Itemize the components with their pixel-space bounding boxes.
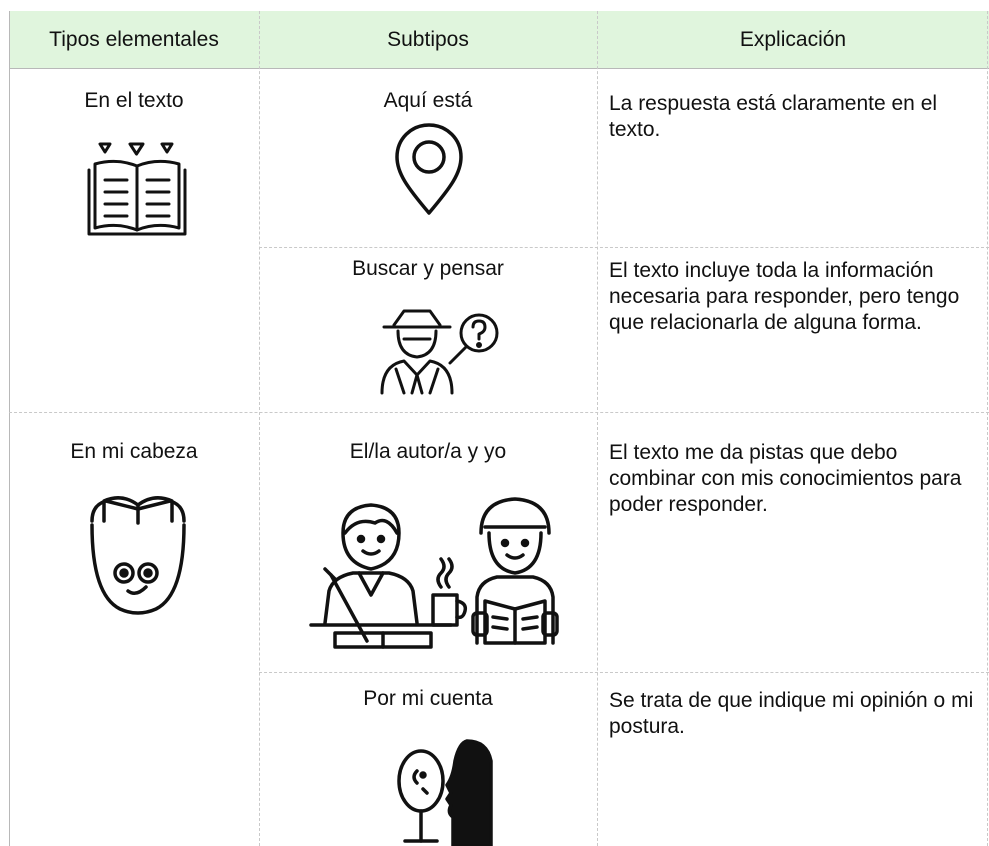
group-label-en-el-texto: En el texto — [84, 89, 184, 112]
subtype-buscar-y-pensar: Buscar y pensar — [352, 257, 504, 280]
header-tipos-label: Tipos elementales — [49, 28, 219, 51]
explanation-aqui-esta: La respuesta está claramente en el texto… — [609, 92, 938, 141]
subtype-autor-y-yo: El/la autor/a y yo — [349, 440, 507, 463]
grid-line — [259, 247, 989, 248]
head-book-icon — [84, 485, 192, 635]
group-label-en-mi-cabeza: En mi cabeza — [70, 440, 198, 463]
detective-question-icon — [374, 303, 504, 395]
question-types-table: Tipos elementales Subtipos Explicación E… — [9, 11, 989, 846]
grid-line — [259, 672, 989, 673]
grid-line — [597, 11, 598, 846]
subtype-por-mi-cuenta: Por mi cuenta — [363, 687, 493, 710]
grid-line — [9, 11, 10, 846]
mirror-silhouette-icon — [397, 737, 497, 846]
table-header — [9, 11, 989, 69]
subtype-aqui-esta: Aquí está — [383, 89, 473, 112]
explanation-por-mi-cuenta: Se trata de que indique mi opinión o mi … — [609, 689, 974, 738]
header-tipos: Tipos elementales — [9, 11, 259, 69]
header-subtipos: Subtipos — [259, 11, 597, 69]
explanation-autor-y-yo: El texto me da pistas que debo combinar … — [609, 441, 962, 516]
grid-line — [259, 11, 260, 846]
header-explicacion: Explicación — [597, 11, 989, 69]
header-explicacion-label: Explicación — [739, 28, 847, 51]
grid-line — [987, 11, 988, 846]
grid-line — [9, 412, 989, 413]
author-reader-icon — [301, 493, 563, 665]
location-pin-icon — [393, 121, 465, 217]
explanation-buscar-y-pensar: El texto incluye toda la información nec… — [609, 259, 960, 334]
open-book-icon — [85, 136, 189, 240]
header-subtipos-label: Subtipos — [387, 28, 469, 51]
